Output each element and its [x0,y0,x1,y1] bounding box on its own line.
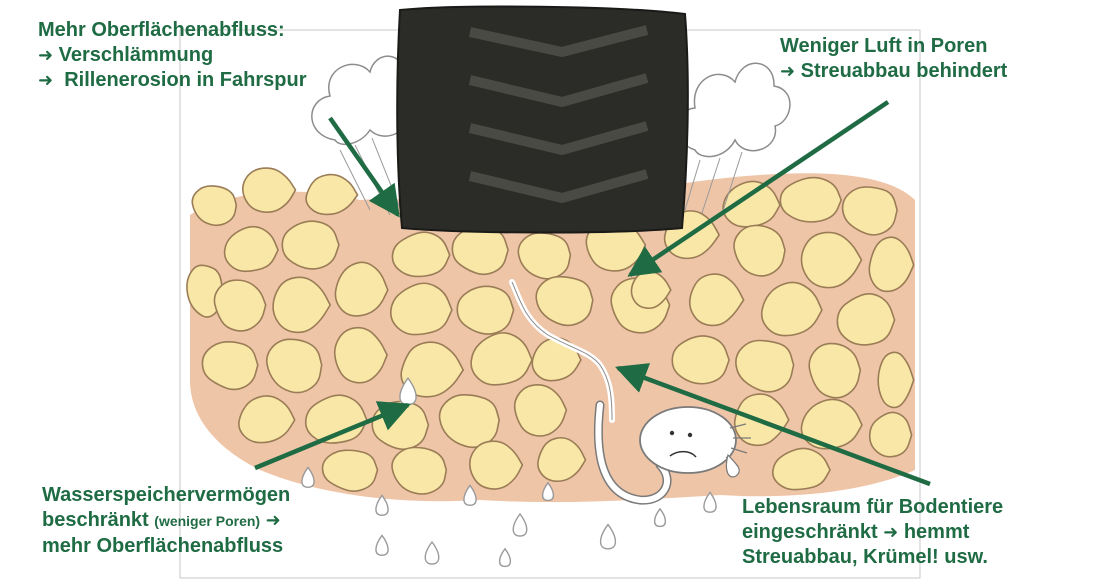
right-arrow-icon: ➜ [38,70,53,90]
label-surface-runoff: Mehr Oberflächenabfluss: ➜ Verschlämmung… [38,18,306,93]
right-arrow-icon: ➜ [780,61,795,81]
label-restricted: eingeschränkt [742,521,878,543]
water-droplet-icon [500,549,511,567]
label-water-storage: Wasserspeichervermögen beschränkt (wenig… [42,483,290,559]
label-litter-decomposition: Streuabbau behindert [801,60,1008,82]
label-air-in-pores: Weniger Luft in Poren ➜ Streuabbau behin… [780,34,1007,84]
soil-clod [672,336,729,384]
right-arrow-icon: ➜ [266,510,281,530]
label-fewer-pores: (weniger Poren) [154,513,260,529]
label-habitat: Lebensraum für Bodentiere eingeschränkt … [742,495,1003,570]
soil-clod [282,221,339,269]
label-air-in-pores-title: Weniger Luft in Poren [780,34,1007,59]
label-water-storage-title: Wasserspeichervermögen [42,483,290,508]
label-siltation: Verschlämmung [59,44,214,66]
water-droplet-icon [601,525,616,549]
water-droplet-icon [513,514,527,536]
label-litter-crumbs: Streuabbau, Krümel! usw. [742,545,1003,570]
label-inhibits: hemmt [904,521,970,543]
water-droplet-icon [376,535,388,555]
right-arrow-icon: ➜ [38,45,53,65]
label-surface-runoff-title: Mehr Oberflächenabfluss: [38,18,306,43]
tire-icon [397,7,688,233]
water-droplet-icon [425,542,439,564]
water-droplet-icon [655,509,666,527]
label-habitat-title: Lebensraum für Bodentiere [742,495,1003,520]
right-arrow-icon: ➜ [883,522,898,542]
label-more-runoff: mehr Oberflächenabfluss [42,534,290,559]
label-limited: beschränkt [42,509,149,531]
label-rill-erosion: Rillenerosion in Fahrspur [64,69,306,91]
